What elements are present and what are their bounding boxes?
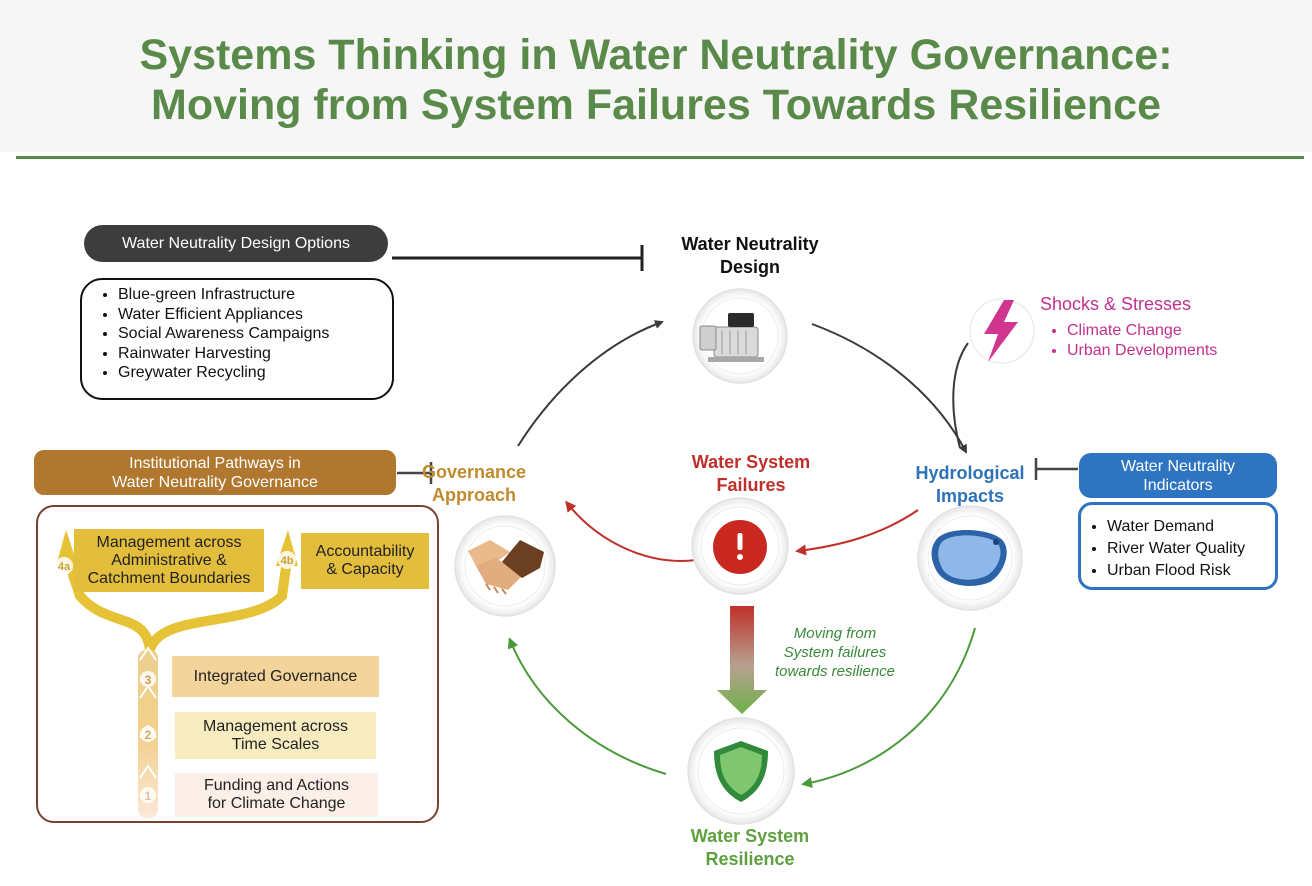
transition-text-line-3: towards resilience — [774, 663, 896, 680]
design-options-connector — [392, 245, 644, 271]
list-item: Blue-green Infrastructure — [118, 285, 392, 305]
alert-icon — [713, 520, 767, 574]
design-node-label: Water Neutrality Design — [664, 233, 836, 279]
transition-text-line-1: Moving from — [793, 625, 877, 642]
indicators-connector — [1034, 458, 1078, 480]
arrow-shocks-to-hydrological — [952, 342, 969, 449]
shield-icon — [714, 741, 768, 802]
design-node-label-line-1: Water Neutrality — [681, 234, 819, 254]
water-body-icon — [931, 530, 1007, 586]
arrow-hydrological-to-resilience — [801, 627, 976, 788]
resilience-node-label: Water System Resilience — [664, 825, 836, 871]
pathway-box-4b-line-1: Accountability — [315, 543, 415, 560]
transition-text-line-2: System failures — [783, 644, 887, 661]
shocks-title: Shocks & Stresses — [1040, 294, 1192, 314]
water-pump-icon — [699, 313, 764, 362]
list-item: Water Demand — [1107, 516, 1275, 538]
arrow-governance-to-design — [517, 320, 664, 447]
list-item: Urban Flood Risk — [1107, 560, 1275, 582]
pathway-box-4a-line-1: Management across — [96, 533, 242, 551]
institutional-connector — [397, 462, 433, 484]
arrow-resilience-to-governance — [507, 637, 667, 775]
governance-node-label: Governance Approach — [404, 461, 544, 507]
failures-node-label-line-1: Water System — [691, 452, 811, 472]
pathway-box-2-line-2: Time Scales — [231, 735, 320, 753]
arrow-design-to-hydrological — [811, 323, 967, 454]
pathway-box-4b: Accountability & Capacity — [301, 533, 429, 589]
resilience-node-label-line-2: Resilience — [705, 849, 795, 869]
arrow-failures-to-governance — [565, 500, 697, 562]
step-label-4a: 4a — [58, 561, 71, 573]
institutional-box — [36, 505, 439, 823]
transition-text: Moving from System failures towards resi… — [762, 624, 908, 681]
governance-node-label-line-1: Governance — [421, 462, 527, 482]
pathway-box-1-line-1: Funding and Actions — [204, 777, 349, 794]
indicators-header-line-1: Water Neutrality — [1120, 457, 1236, 475]
node-governance — [454, 515, 556, 617]
page-title: Systems Thinking in Water Neutrality Gov… — [0, 30, 1312, 130]
design-options-list: Blue-green Infrastructure Water Efficien… — [82, 285, 392, 383]
list-item: Urban Developments — [1067, 341, 1217, 361]
pathway-box-4b-line-2: & Capacity — [326, 561, 404, 578]
institutional-header-line-2: Water Neutrality Governance — [112, 473, 318, 491]
governance-node-label-line-2: Approach — [431, 485, 516, 505]
pathway-box-3: Integrated Governance — [172, 656, 379, 697]
shocks-list: Climate Change Urban Developments — [1032, 321, 1217, 361]
indicators-header-line-2: Indicators — [1143, 476, 1213, 494]
institutional-header-line-1: Institutional Pathways in — [129, 454, 301, 472]
design-options-header: Water Neutrality Design Options — [84, 225, 388, 262]
indicators-header: Water Neutrality Indicators — [1079, 453, 1277, 498]
node-design — [692, 288, 788, 384]
transition-arrow — [717, 606, 767, 714]
hydrological-node-label-line-2: Impacts — [935, 486, 1005, 506]
arrow-hydrological-to-failures — [795, 509, 919, 556]
step-label-4b: 4b — [281, 555, 294, 567]
resilience-node-label-line-1: Water System — [690, 826, 810, 846]
node-failures — [691, 497, 789, 595]
pathway-box-4a-line-2: Administrative & — [111, 551, 227, 569]
pathway-box-4a: Management across Administrative & Catch… — [74, 529, 264, 592]
pathway-box-2: Management across Time Scales — [175, 712, 376, 759]
list-item: Water Efficient Appliances — [118, 305, 392, 325]
failures-node-label: Water System Failures — [662, 451, 840, 497]
list-item: Rainwater Harvesting — [118, 344, 392, 364]
handshake-icon — [468, 540, 544, 595]
design-options-box: Blue-green Infrastructure Water Efficien… — [80, 278, 394, 400]
list-item: Social Awareness Campaigns — [118, 324, 392, 344]
list-item: Greywater Recycling — [118, 363, 392, 383]
shocks-list-container: Climate Change Urban Developments — [1032, 321, 1217, 361]
node-resilience — [687, 717, 795, 825]
indicators-box: Water Demand River Water Quality Urban F… — [1078, 502, 1278, 590]
title-banner — [0, 0, 1312, 152]
hydrological-node-label: Hydrological Impacts — [896, 462, 1044, 508]
step-label-2: 2 — [145, 728, 152, 742]
node-hydrological — [917, 505, 1023, 611]
title-line-2: Moving from System Failures Towards Resi… — [151, 81, 1161, 129]
hydrological-node-label-line-1: Hydrological — [915, 463, 1025, 483]
pathway-box-1: Funding and Actions for Climate Change — [175, 773, 378, 817]
institutional-header: Institutional Pathways in Water Neutrali… — [34, 450, 396, 495]
step-label-3: 3 — [145, 673, 152, 687]
title-line-1: Systems Thinking in Water Neutrality Gov… — [139, 31, 1173, 79]
pathway-box-3-line-1: Integrated Governance — [193, 667, 358, 685]
pathway-rope: 3 2 1 4a 4b — [55, 530, 298, 818]
list-item: River Water Quality — [1107, 538, 1275, 560]
list-item: Climate Change — [1067, 321, 1217, 341]
pathway-box-4a-line-3: Catchment Boundaries — [87, 569, 251, 587]
pathway-box-2-line-1: Management across — [203, 717, 348, 735]
design-node-label-line-2: Design — [719, 257, 780, 277]
pathway-box-1-line-2: for Climate Change — [207, 795, 346, 812]
indicators-list: Water Demand River Water Quality Urban F… — [1081, 516, 1275, 582]
lightning-icon — [969, 298, 1035, 364]
step-label-1: 1 — [145, 789, 152, 803]
failures-node-label-line-2: Failures — [716, 475, 786, 495]
title-divider — [16, 156, 1304, 159]
